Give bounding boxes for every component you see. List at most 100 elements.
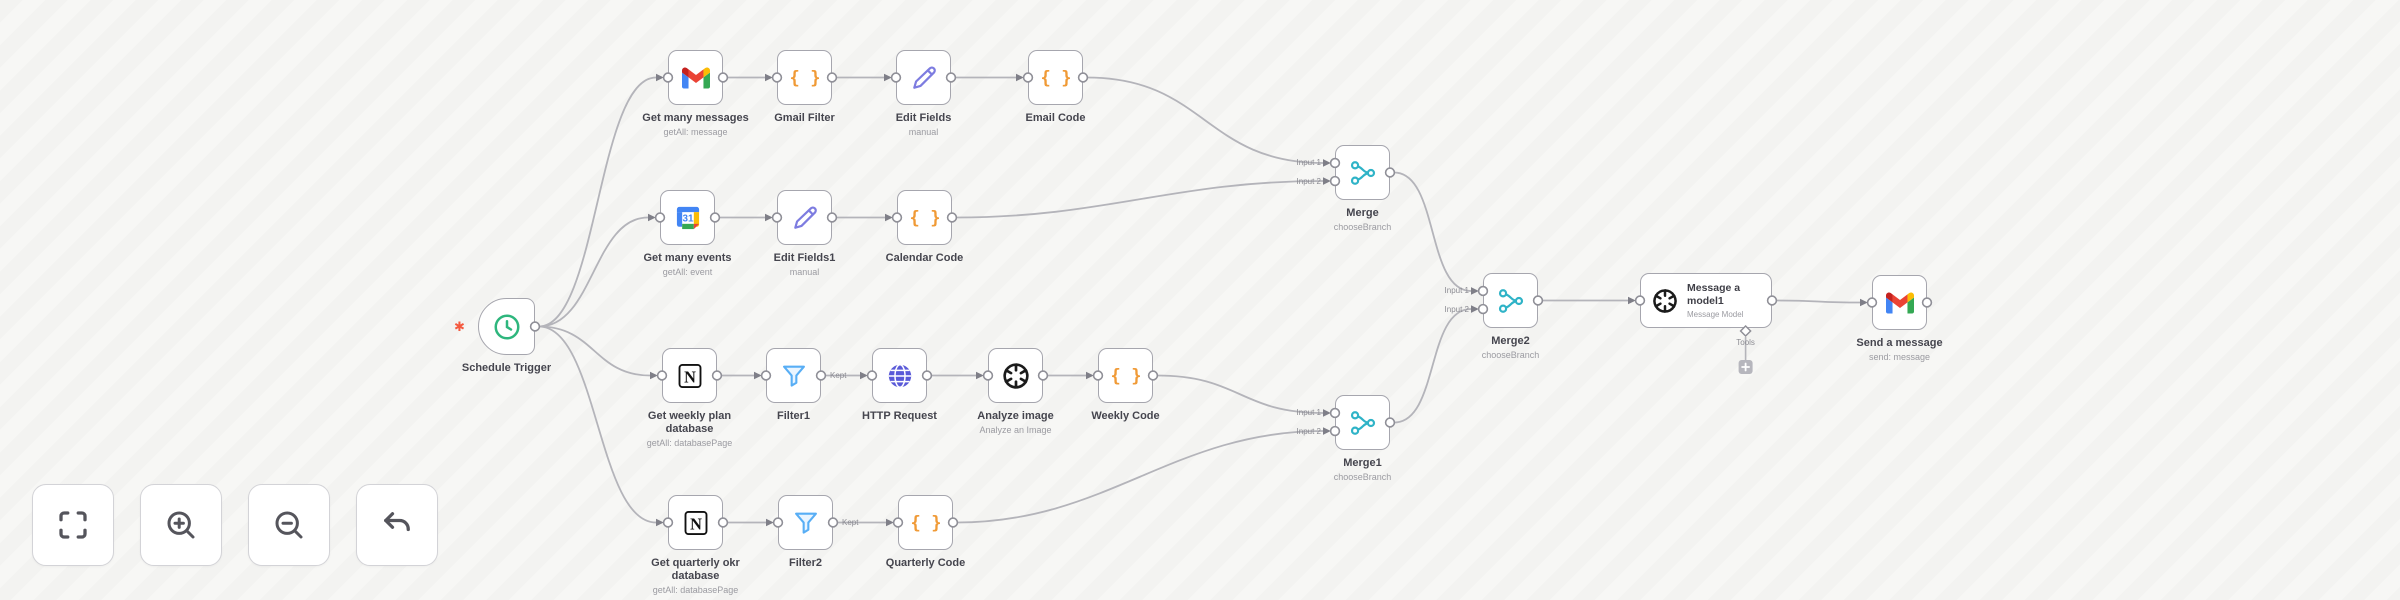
get-many-events-node[interactable]: 31 bbox=[660, 190, 715, 245]
reset-zoom-button[interactable] bbox=[356, 484, 438, 566]
code-icon: { } bbox=[911, 204, 939, 232]
output-port-label: Kept bbox=[842, 518, 859, 527]
svg-text:31: 31 bbox=[682, 213, 694, 224]
node-sublabel: chooseBranch bbox=[1333, 222, 1392, 233]
node-sublabel: getAll: message bbox=[663, 127, 728, 138]
node-label: Calendar Code bbox=[885, 252, 964, 264]
node-label: Merge2 bbox=[1491, 335, 1530, 347]
pencil-icon bbox=[910, 64, 938, 92]
node-label: Weekly Code bbox=[1091, 410, 1160, 422]
quarterly-code-node[interactable]: { } bbox=[898, 495, 953, 550]
node-caption: Gmail Filter bbox=[750, 112, 860, 125]
node-caption: Merge1 chooseBranch bbox=[1308, 457, 1418, 482]
node-caption: Get weekly plan database getAll: database… bbox=[635, 410, 745, 448]
zoom-out-icon bbox=[271, 507, 307, 543]
input-port-label: Input 2 bbox=[1296, 426, 1321, 436]
zoom-in-button[interactable] bbox=[140, 484, 222, 566]
zoom-to-fit-button[interactable] bbox=[32, 484, 114, 566]
weekly-code-node[interactable]: { } bbox=[1098, 348, 1153, 403]
get-weekly-plan-database-node[interactable]: N bbox=[662, 348, 717, 403]
node-sublabel: getAll: databasePage bbox=[652, 585, 739, 596]
notion-icon: N bbox=[682, 509, 710, 537]
code-icon: { } bbox=[1042, 64, 1070, 92]
send-a-message-node[interactable] bbox=[1872, 275, 1927, 330]
calendar-code-node[interactable]: { } bbox=[897, 190, 952, 245]
gmail-icon bbox=[681, 64, 710, 92]
funnel-icon bbox=[780, 362, 808, 390]
merge-node[interactable] bbox=[1335, 145, 1390, 200]
node-sublabel: manual bbox=[908, 127, 939, 138]
node-caption: Filter1 bbox=[739, 410, 849, 423]
code-icon: { } bbox=[1112, 362, 1140, 390]
get-quarterly-okr-database-node[interactable]: N bbox=[668, 495, 723, 550]
code-icon: { } bbox=[912, 509, 940, 537]
node-title: Message a model1 bbox=[1687, 281, 1741, 307]
get-many-messages-node[interactable] bbox=[668, 50, 723, 105]
fit-view-icon bbox=[55, 507, 91, 543]
canvas-controls bbox=[32, 484, 438, 566]
funnel-icon bbox=[792, 509, 820, 537]
http-request-node[interactable] bbox=[872, 348, 927, 403]
node-sublabel: send: message bbox=[1868, 352, 1931, 363]
node-label: Merge bbox=[1346, 207, 1379, 219]
analyze-image-node[interactable] bbox=[988, 348, 1043, 403]
node-caption: Get quarterly okr database getAll: databa… bbox=[641, 557, 751, 595]
code-icon: { } bbox=[791, 64, 819, 92]
email-code-node[interactable]: { } bbox=[1028, 50, 1083, 105]
node-sublabel: chooseBranch bbox=[1481, 350, 1540, 361]
node-label: Edit Fields1 bbox=[773, 252, 836, 264]
undo-icon bbox=[379, 507, 415, 543]
node-caption: Get many messages getAll: message bbox=[641, 112, 751, 137]
node-label: Analyze image bbox=[977, 410, 1054, 422]
gmail-icon bbox=[1885, 289, 1914, 317]
openai-icon bbox=[1002, 362, 1030, 390]
node-label: Filter1 bbox=[776, 410, 810, 422]
input-port-label: Input 1 bbox=[1444, 286, 1469, 296]
svg-text:N: N bbox=[690, 514, 702, 533]
notion-icon: N bbox=[676, 362, 704, 390]
merge-icon bbox=[1349, 409, 1377, 437]
node-sublabel: chooseBranch bbox=[1333, 472, 1392, 483]
node-label: Merge1 bbox=[1343, 457, 1382, 469]
node-sublabel: getAll: databasePage bbox=[646, 438, 733, 449]
edit-fields1-node[interactable] bbox=[777, 190, 832, 245]
node-sublabel: Analyze an Image bbox=[979, 425, 1052, 436]
node-label: Get many messages bbox=[642, 112, 749, 124]
edit-fields-node[interactable] bbox=[896, 50, 951, 105]
node-caption: Weekly Code bbox=[1071, 410, 1181, 423]
calendar-icon: 31 bbox=[674, 204, 702, 232]
svg-text:{ }: { } bbox=[912, 513, 940, 533]
schedule-trigger-node[interactable] bbox=[478, 298, 535, 355]
merge1-node[interactable] bbox=[1335, 395, 1390, 450]
svg-text:{ }: { } bbox=[1042, 68, 1070, 88]
node-caption: Filter2 bbox=[751, 557, 861, 570]
node-caption: Email Code bbox=[1001, 112, 1111, 125]
merge-icon bbox=[1349, 159, 1377, 187]
svg-text:N: N bbox=[684, 367, 696, 386]
node-label: Gmail Filter bbox=[774, 112, 835, 124]
output-port-label: Kept bbox=[830, 371, 847, 380]
merge2-node[interactable] bbox=[1483, 273, 1538, 328]
node-label: Get quarterly okr database bbox=[651, 557, 740, 583]
input-port-label: Input 1 bbox=[1296, 408, 1321, 418]
merge-icon bbox=[1497, 287, 1525, 315]
svg-text:{ }: { } bbox=[1112, 366, 1140, 386]
node-label: Get weekly plan database bbox=[647, 410, 732, 436]
trigger-pin-badge: ✱ bbox=[454, 318, 465, 334]
node-label: HTTP Request bbox=[862, 410, 937, 422]
gmail-filter-node[interactable]: { } bbox=[777, 50, 832, 105]
openai-icon bbox=[1652, 288, 1678, 314]
node-label: Quarterly Code bbox=[885, 557, 966, 569]
filter1-node[interactable] bbox=[766, 348, 821, 403]
input-port-label: Input 2 bbox=[1296, 176, 1321, 186]
filter2-node[interactable] bbox=[778, 495, 833, 550]
zoom-out-button[interactable] bbox=[248, 484, 330, 566]
